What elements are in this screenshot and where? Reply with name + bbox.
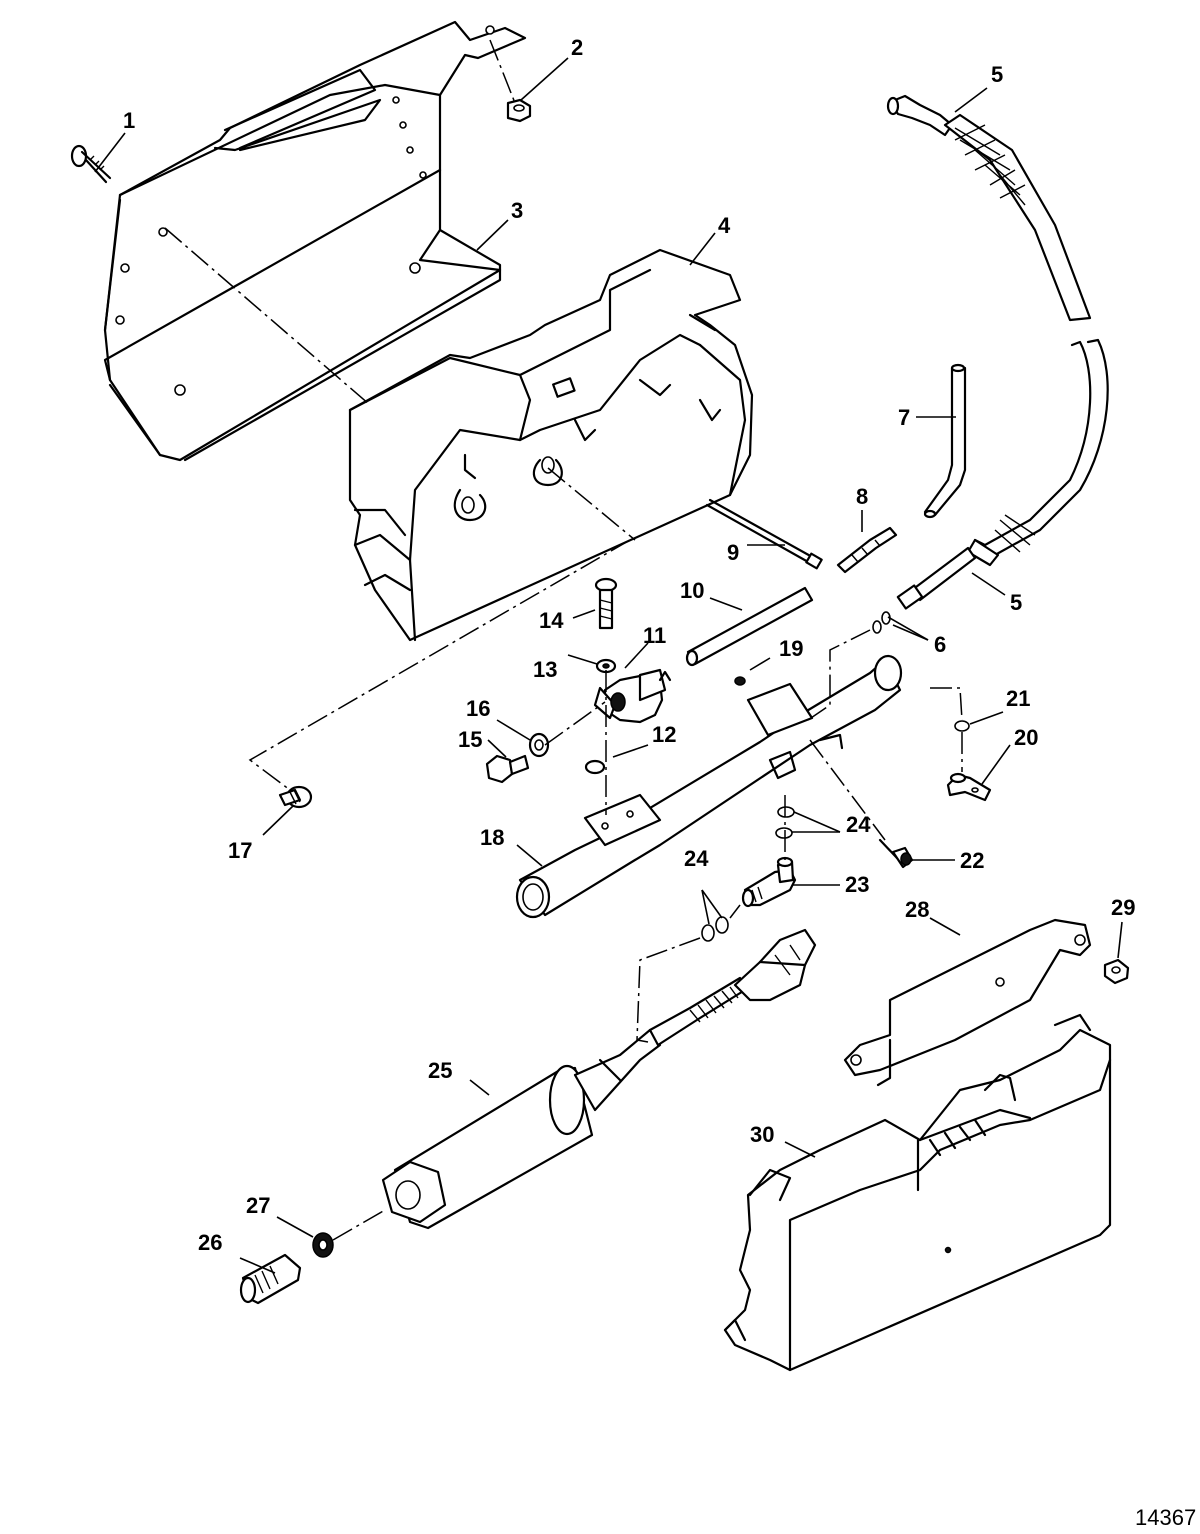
bracket-nut [1103, 958, 1130, 985]
callout-2: 2 [571, 35, 583, 60]
figure-number: 14367 [1135, 1505, 1196, 1530]
callout-11: 11 [643, 623, 666, 648]
stud [278, 785, 313, 809]
test-valve [878, 838, 914, 869]
mounting-bracket [103, 20, 527, 462]
hex-nut [506, 98, 532, 123]
callout-30: 30 [750, 1122, 774, 1147]
callout-6: 6 [934, 632, 946, 657]
callout-labels: 1 2 3 4 5 5 6 7 8 9 10 11 12 13 14 15 16… [123, 35, 1135, 1255]
mounting-cradle [348, 248, 754, 642]
pump-cover [723, 1013, 1112, 1372]
vacuum-hose [923, 363, 967, 519]
callout-19: 19 [779, 636, 803, 661]
callout-5-lower: 5 [1010, 590, 1022, 615]
leader-lines [94, 57, 1123, 1274]
callout-1: 1 [123, 108, 135, 133]
callout-16: 16 [466, 696, 490, 721]
sealing-washer [312, 1232, 334, 1258]
pump-fitting [239, 1253, 302, 1305]
fuel-rail [515, 654, 903, 919]
callout-9: 9 [727, 540, 739, 565]
callout-22: 22 [960, 848, 984, 873]
screw [70, 144, 112, 184]
plug [734, 676, 746, 686]
callout-13: 13 [533, 657, 557, 682]
hose-fitting [836, 526, 898, 574]
callout-20: 20 [1014, 725, 1038, 750]
hex-bolt [485, 754, 530, 784]
cover-bracket [843, 918, 1092, 1087]
elbow-fitting [946, 772, 992, 802]
callout-23: 23 [845, 872, 869, 897]
fuel-hose [886, 94, 1109, 610]
callout-10: 10 [680, 578, 704, 603]
cable-tie [705, 498, 823, 570]
fuel-pump [381, 928, 817, 1230]
callout-24-lower: 24 [684, 846, 709, 871]
tube [685, 586, 814, 667]
flat-washer [528, 732, 550, 758]
callout-17: 17 [228, 838, 252, 863]
callout-8: 8 [856, 484, 868, 509]
callout-4: 4 [718, 213, 731, 238]
o-ring [954, 720, 970, 732]
callout-21: 21 [1006, 686, 1030, 711]
elbow-connector [741, 856, 797, 908]
callout-18: 18 [480, 825, 504, 850]
assembly-lines [164, 39, 963, 1241]
callout-5-upper: 5 [991, 62, 1003, 87]
callout-14: 14 [539, 608, 564, 633]
callout-28: 28 [905, 897, 929, 922]
pressure-regulator [593, 668, 672, 724]
callout-12: 12 [652, 722, 676, 747]
callout-15: 15 [458, 727, 482, 752]
callout-25: 25 [428, 1058, 452, 1083]
callout-24-upper: 24 [846, 812, 871, 837]
callout-29: 29 [1111, 895, 1135, 920]
callout-27: 27 [246, 1193, 270, 1218]
o-rings [872, 611, 891, 634]
callout-26: 26 [198, 1230, 222, 1255]
clip [584, 759, 606, 775]
callout-7: 7 [898, 405, 910, 430]
callout-3: 3 [511, 198, 523, 223]
bolt [594, 577, 618, 630]
